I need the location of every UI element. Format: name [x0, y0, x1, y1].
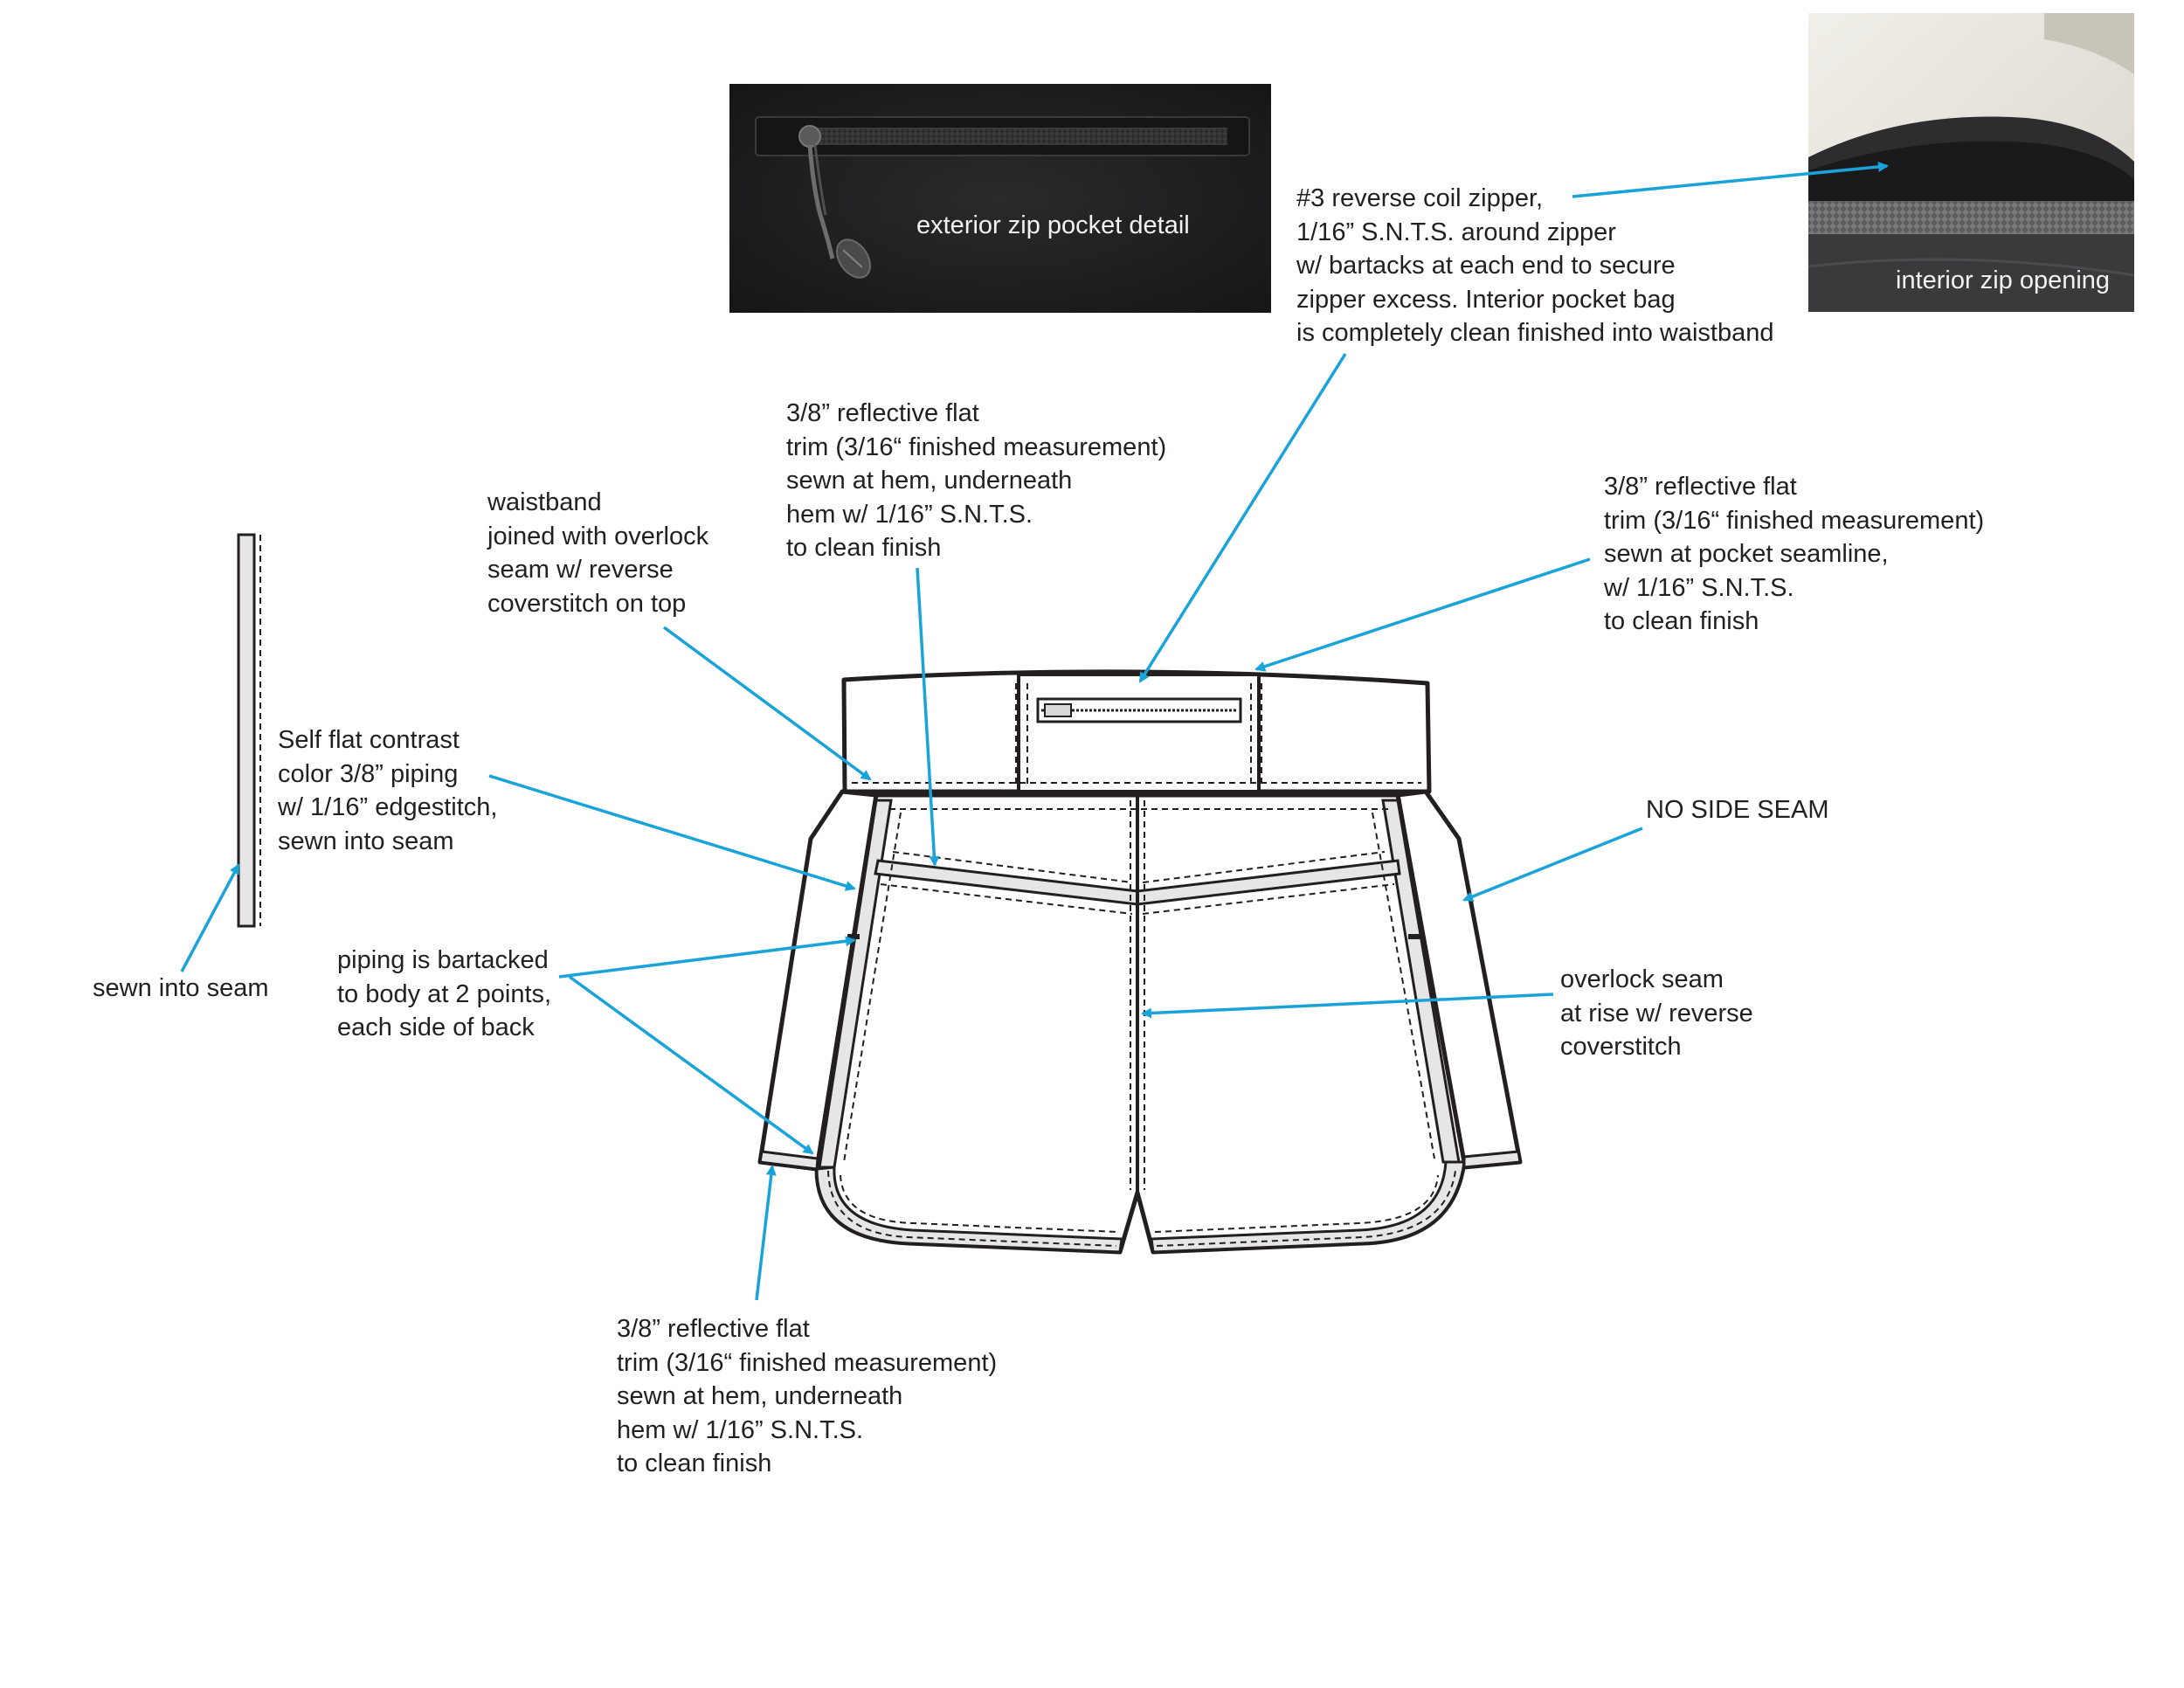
waistband-zip-panel — [1017, 673, 1261, 793]
arrow-no-side-seam — [1462, 827, 1643, 902]
arrow-reflective-hem-top — [916, 567, 940, 867]
arrow-overlock-rise — [1141, 993, 1554, 1019]
callout-waistband: waistband joined with overlock seam w/ r… — [487, 488, 709, 618]
arrow-zipper-to-photo — [1572, 161, 1889, 198]
waistband-zipper — [1036, 697, 1242, 723]
callout-zipper: #3 reverse coil zipper, 1/16” S.N.T.S. a… — [1296, 184, 1774, 347]
callout-reflective-hem-bottom: 3/8” reflective flat trim (3/16“ finishe… — [617, 1315, 998, 1477]
arrow-reflective-pocket — [1254, 557, 1591, 672]
callout-sewn-into-seam: sewn into seam — [93, 974, 269, 1002]
callout-bartack: piping is bartacked to body at 2 points,… — [337, 946, 552, 1041]
callout-no-side-seam: NO SIDE SEAM — [1646, 796, 1829, 824]
arrow-waistband — [662, 626, 872, 781]
arrow-sewn-into-seam — [180, 863, 240, 972]
right-hem-trim — [1150, 1160, 1466, 1254]
right-flap-hem-trim — [1462, 1150, 1522, 1169]
callout-reflective-hem-top: 3/8” reflective flat trim (3/16“ finishe… — [786, 399, 1167, 562]
exterior-zip-pocket-image — [729, 84, 1271, 313]
piping-cross-section — [237, 533, 261, 928]
left-hem-trim — [815, 1166, 1123, 1254]
arrow-bartack-upper — [558, 936, 856, 979]
interior-zip-opening-image — [1808, 13, 2134, 312]
interior-zip-opening-label: interior zip opening — [1896, 266, 2111, 294]
left-flap-hem-trim — [758, 1150, 819, 1171]
interior-zip-opening-photo: interior zip opening — [1808, 13, 2134, 312]
exterior-zip-pocket-photo: exterior zip pocket detail — [729, 84, 1271, 313]
arrow-reflective-hem-bottom — [755, 1165, 777, 1301]
callout-reflective-pocket: 3/8” reflective flat trim (3/16“ finishe… — [1604, 473, 1985, 635]
arrow-zipper-to-waistband — [1138, 353, 1347, 683]
arrow-bartack-lower — [568, 975, 814, 1155]
exterior-zip-pocket-label: exterior zip pocket detail — [916, 211, 1190, 239]
callout-overlock-rise: overlock seam at rise w/ reverse coverst… — [1560, 965, 1753, 1061]
arrow-piping — [488, 774, 856, 891]
callout-piping: Self flat contrast color 3/8” piping w/ … — [278, 726, 498, 855]
